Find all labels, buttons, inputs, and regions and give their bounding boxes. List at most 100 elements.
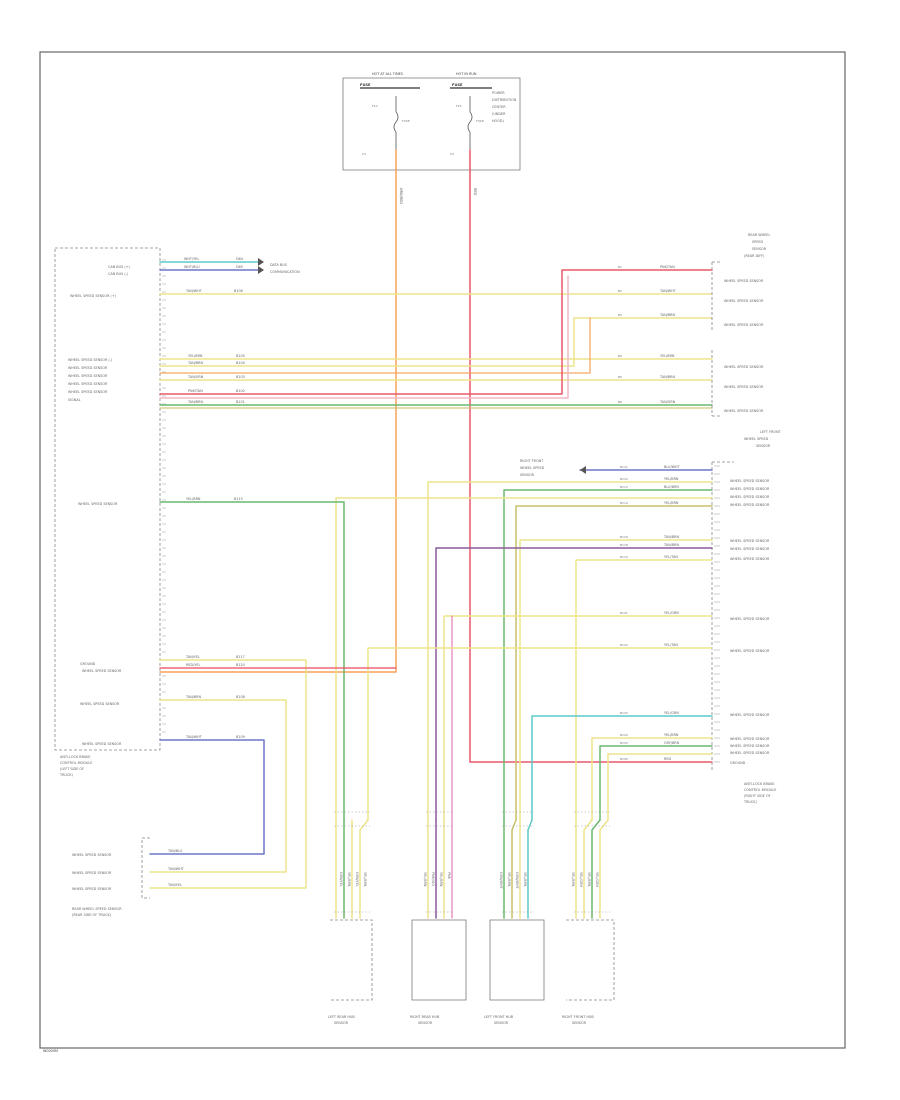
fuse-desc-line: HOOD) <box>492 119 504 123</box>
fuse-right-pin: F23 <box>456 104 462 108</box>
right-bottom-name-line: TRUCK) <box>743 800 757 804</box>
wire-code: TAN/YEL <box>185 655 200 659</box>
sensor-wire-code: YEL/BRN <box>423 872 427 887</box>
circuit-code: B5 <box>618 375 622 379</box>
right-side-wires: BLU/WHT YEL/BRN BLU/BRN YEL/BRN TAN/BRN … <box>159 465 713 821</box>
arrow-icon <box>580 466 586 474</box>
circuit-code: B4 <box>618 354 622 358</box>
wire-yel-brn-rr <box>427 481 713 821</box>
right-top-name-line: (REAR DIFF) <box>744 254 765 258</box>
bottom-left-pin-label: WHEEL SPEED SENSOR <box>72 853 112 857</box>
bottom-left-pin-label: WHEEL SPEED SENSOR <box>72 871 112 875</box>
fuse-left-rating: FUSE <box>402 119 410 123</box>
sensor-left-rear: GRN/YEL YEL/BRN GRN/YEL YEL/BRN LEFT REA… <box>328 819 373 1025</box>
wire-tan-blu <box>149 739 265 855</box>
sensor-name-line: SENSOR <box>418 1021 433 1025</box>
wire-code: YEL/TAN <box>664 555 678 559</box>
sensor-outline <box>489 919 545 1001</box>
sensor-wire <box>527 819 533 919</box>
right-pin-label: WHEEL SPEED SENSOR <box>730 547 770 551</box>
wire-code: PNK/TAN <box>188 389 203 393</box>
left-pin-label: CAN BUS (+) <box>108 265 131 269</box>
circuit-code: B120 <box>236 663 245 667</box>
right-bottom-module: LEFT FRONT WHEEL SPEED SENSOR RIGHT FRON… <box>520 430 782 804</box>
fuse-title-left: HOT AT ALL TIMES <box>372 72 403 76</box>
arrow-icon <box>258 266 264 274</box>
wire-yel-brn-rf <box>591 737 713 821</box>
fuse-wire-right-label: RED <box>473 188 477 195</box>
junction-label-line: SENSOR <box>520 473 535 477</box>
circuit-code: B3 <box>618 313 622 317</box>
circuit-code: B106 <box>234 289 243 293</box>
circuit-code: B114 <box>620 501 628 505</box>
right-top-module: REAR WHEEL SPEED SENSOR (REAR DIFF) WHEE… <box>618 233 770 417</box>
wire-code: YEL/BRN <box>664 733 679 737</box>
wire-grn-lr <box>159 501 345 821</box>
left-pin-label: WHEEL SPEED SENSOR <box>68 366 108 370</box>
left-module-name-line: TRUCK) <box>59 773 73 777</box>
wire-code: TAN/GRN <box>659 400 676 404</box>
junction-label-line: WHEEL SPEED <box>520 466 545 470</box>
wire-code: TAN/BRN <box>185 695 201 699</box>
fuse-desc: POWER DISTRIBUTION CENTER (UNDER HOOD) <box>492 91 517 123</box>
wire-tan-brn-lf <box>515 505 713 821</box>
wire-yel-grn <box>443 615 713 821</box>
fuse-right-rating: FUSE <box>476 119 484 123</box>
wire-code: YEL/BRN <box>660 354 675 358</box>
wire-yel-brn-lr <box>335 497 713 821</box>
wire-code: GRY/BRN <box>664 741 680 745</box>
right-pin-label: WHEEL SPEED SENSOR <box>730 649 770 653</box>
wire-code: WHT/BLU <box>184 265 200 269</box>
wire-code: TAN/GRN <box>187 375 204 379</box>
sensor-name-line: SENSOR <box>572 1021 587 1025</box>
circuit-code: B119 <box>620 555 628 559</box>
sensor-wire-code: YEL/BRN <box>439 872 443 887</box>
right-top-pin-label: WHEEL SPEED SENSOR <box>724 323 764 327</box>
wire-code: YEL/GRN <box>664 611 679 615</box>
left-lower-wires: YEL/BRN B115 TAN/YEL RED/YEL TAN/BRN TAN… <box>149 497 397 889</box>
left-module-name-line: CONTROL MODULE <box>60 761 92 765</box>
sensor-wire <box>511 819 517 919</box>
fuse-desc-line: POWER <box>492 91 505 95</box>
sensor-wire-code: YEL/BRN <box>587 872 591 887</box>
right-top-pin-label: WHEEL SPEED SENSOR <box>724 385 764 389</box>
bottom-left-pin-label: WHEEL SPEED SENSOR <box>72 887 112 891</box>
wire-code: YEL/BRN <box>664 501 679 505</box>
right-top-pin-label: WHEEL SPEED SENSOR <box>724 279 764 283</box>
right-pin-label: WHEEL SPEED SENSOR <box>730 751 770 755</box>
wire-code: YEL/BRN <box>188 354 203 358</box>
wire-code: YEL/GRN <box>664 711 679 715</box>
circuit-code: B126 <box>620 757 628 761</box>
sensor-name-line: LEFT REAR HUB <box>328 1015 355 1019</box>
wire-tan-yel <box>149 659 307 889</box>
sensor-wire-code: YEL/GRN <box>595 872 599 887</box>
right-pin-label: WHEEL SPEED SENSOR <box>730 479 770 483</box>
sensor-right-rear: YEL/BRN PNK/VIO YEL/BRN PNK RIGHT REAR H… <box>410 819 467 1025</box>
ref-note-line: DATA BUS <box>270 263 287 267</box>
circuit-code: B2 <box>618 289 622 293</box>
circuit-code: B104 <box>236 361 245 365</box>
fuse-block-outline <box>342 77 521 171</box>
circuit-code: D64 <box>236 257 243 261</box>
diagram-frame <box>39 51 846 1049</box>
sensor-wire-code: GRN/WHT <box>499 872 503 890</box>
left-pin-label: GROUND <box>80 662 96 666</box>
left-pin-label: SIGNAL <box>68 398 81 402</box>
fuse-symbol-right <box>467 96 473 150</box>
fuse-left-pin: F10 <box>372 104 378 108</box>
bottom-left-module: WHEEL SPEED SENSOR WHEEL SPEED SENSOR WH… <box>72 837 185 917</box>
sensor-wire-code: YEL/GRN <box>579 872 583 887</box>
bottom-left-name-line: REAR WHEEL SPEED SENSOR <box>72 907 122 911</box>
wire-code: TAN/YEL <box>167 883 182 887</box>
wire-code: TAN/BRN <box>187 361 203 365</box>
right-top-module-name: REAR WHEEL SPEED SENSOR (REAR DIFF) <box>744 233 770 258</box>
sensor-name-line: LEFT FRONT HUB <box>484 1015 514 1019</box>
sensor-outline <box>566 919 615 1001</box>
fuse-left-out-pin: C1 <box>362 152 366 156</box>
right-mid-name-line: WHEEL SPEED <box>744 437 769 441</box>
wire-tan-brn-a <box>159 317 713 367</box>
sensor-name-line: RIGHT REAR HUB <box>410 1015 440 1019</box>
wire-code: TAN/WHT <box>167 867 185 871</box>
circuit-code: B123 <box>620 711 628 715</box>
left-module-name: ANTI-LOCK BRAKE CONTROL MODULE (LEFT SID… <box>59 755 92 777</box>
